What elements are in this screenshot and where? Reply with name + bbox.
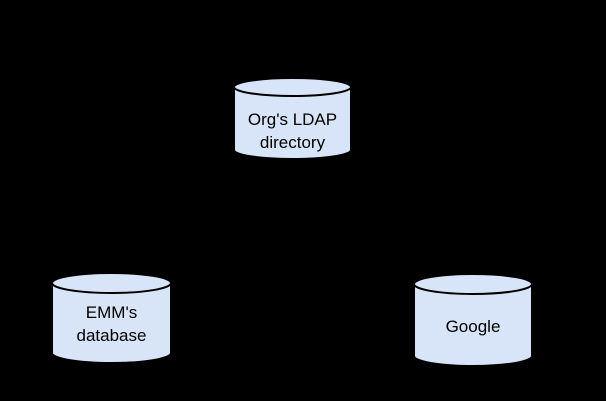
cylinder-top-ellipse: [413, 273, 533, 295]
node-org-ldap-directory: Org's LDAP directory: [233, 77, 352, 160]
database-cylinder-icon: [51, 272, 172, 364]
cylinder-body: [413, 284, 533, 367]
cylinder-top-ellipse: [51, 272, 172, 294]
cylinder-body: [51, 283, 172, 364]
node-emm-database: EMM's database: [51, 272, 172, 365]
node-google: Google: [413, 273, 533, 368]
cylinder-top-ellipse: [233, 77, 352, 97]
database-cylinder-icon: [233, 77, 352, 160]
cylinder-body: [233, 87, 352, 160]
database-cylinder-icon: [413, 273, 533, 367]
